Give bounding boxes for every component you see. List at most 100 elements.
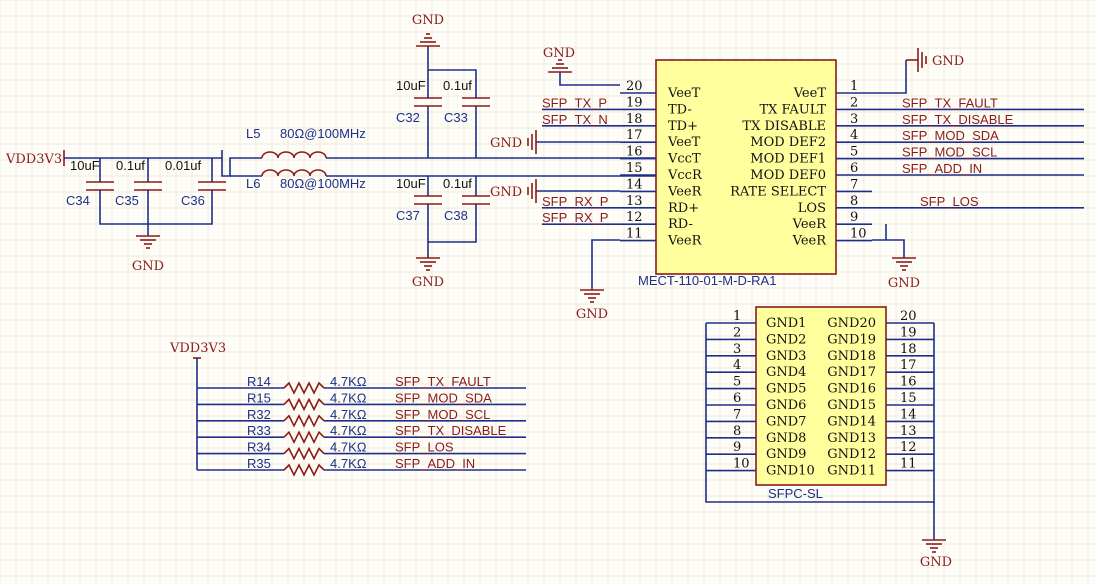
- cap-value: 10uF: [396, 176, 426, 191]
- pin-number: 6: [733, 391, 741, 406]
- pin-number: 15: [626, 161, 643, 176]
- resistor-body: [283, 463, 325, 477]
- resistor-body: [283, 397, 325, 412]
- net-label: SFP_RX_P: [542, 210, 608, 225]
- resistor-value: 4.7KΩ: [330, 407, 367, 422]
- pin-number: 7: [850, 177, 858, 192]
- pin-name: VeeT: [667, 135, 701, 150]
- cap-ref: C32: [396, 110, 420, 125]
- cap-value: 10uF: [70, 158, 100, 173]
- cage-pin-20: 20 GND20: [827, 309, 934, 331]
- ferrite-l6: L6 80Ω@100MHz: [246, 169, 366, 191]
- pin-number: 4: [850, 128, 858, 143]
- pin-name: VccT: [667, 152, 701, 167]
- pin-name: GND3: [766, 349, 806, 364]
- sfp-pin-15: 15 VccR: [620, 161, 703, 183]
- pin-name: VeeR: [667, 234, 703, 249]
- pin-number: 9: [850, 210, 858, 225]
- resistor-ref: R15: [247, 390, 271, 405]
- ground-symbol-pin14: GND: [490, 179, 537, 203]
- pin-name: VccR: [667, 168, 703, 183]
- resistor-value: 4.7KΩ: [330, 374, 367, 389]
- pin-name: GND13: [827, 431, 876, 446]
- pin-name: GND20: [827, 316, 876, 331]
- pin-name: GND12: [827, 447, 876, 462]
- net-label: SFP_RX_P: [542, 194, 608, 209]
- pin-number: 16: [626, 145, 643, 160]
- resistor-body: [283, 446, 325, 461]
- pin-name: VeeR: [792, 234, 828, 249]
- pin-number: 1: [733, 309, 741, 324]
- pin-number: 5: [850, 145, 858, 160]
- resistor-ref: R32: [247, 407, 271, 422]
- net-label: SFP_MOD_SCL: [902, 145, 997, 160]
- pin-name: RD+: [668, 201, 699, 216]
- pin-number: 11: [900, 457, 917, 472]
- net-label: SFP_ADD_IN: [902, 161, 982, 176]
- pin-number: 19: [900, 325, 917, 340]
- cage-ground-bus: [705, 471, 935, 503]
- resistor-value: 4.7KΩ: [330, 423, 367, 438]
- net-label: SFP_MOD_SCL: [395, 407, 490, 422]
- sfp-pin-5: 5 MOD DEF1 SFP_MOD_SCL: [750, 145, 1084, 167]
- pin-name: GND10: [766, 464, 815, 479]
- resistor-body: [283, 430, 325, 444]
- sfp-pin-16: 16 VccT: [620, 145, 701, 167]
- pin-number: 12: [900, 440, 917, 455]
- pin-name: LOS: [798, 201, 826, 216]
- pin-name: RD-: [668, 217, 693, 232]
- pin-name: RATE SELECT: [730, 184, 826, 199]
- cap-ref: C36: [181, 193, 205, 208]
- pin-name: GND9: [766, 447, 806, 462]
- resistor-body: [283, 381, 325, 395]
- ground-symbol-pin1: GND: [906, 48, 964, 72]
- pin-number: 19: [626, 95, 643, 110]
- cage-part-number: SFPC-SL: [768, 486, 823, 501]
- gnd-label: GND: [490, 185, 522, 200]
- ground-symbol-cage: GND: [920, 539, 952, 570]
- cap-ref: C34: [66, 193, 90, 208]
- pin-number: 3: [850, 112, 858, 127]
- pin-number: 18: [626, 112, 643, 127]
- sfp-pin-7: 7 RATE SELECT: [730, 177, 872, 199]
- net-label: SFP_TX_P: [542, 95, 607, 110]
- cap-value: 0.1uf: [116, 158, 145, 173]
- pin-number: 8: [733, 424, 741, 439]
- ferrite-ref: L6: [246, 176, 260, 191]
- input-bus-wire: [64, 150, 262, 177]
- net-label: SFP_MOD_SDA: [395, 390, 492, 405]
- pin-number: 7: [733, 407, 741, 422]
- cap-c32: 10uF C32: [396, 78, 442, 125]
- pin-number: 20: [900, 309, 917, 324]
- pin-name: GND16: [827, 382, 876, 397]
- cage-pin-12: 12 GND12: [827, 440, 934, 462]
- cap-ref: C33: [444, 110, 468, 125]
- ground-symbol-input: GND: [132, 235, 164, 274]
- pin-name: GND8: [766, 431, 806, 446]
- net-label: SFP_LOS: [920, 194, 979, 209]
- pin10-ground-wire: [872, 239, 905, 258]
- pin-name: MOD DEF1: [750, 152, 826, 167]
- ground-symbol-rx-caps: GND: [412, 257, 444, 290]
